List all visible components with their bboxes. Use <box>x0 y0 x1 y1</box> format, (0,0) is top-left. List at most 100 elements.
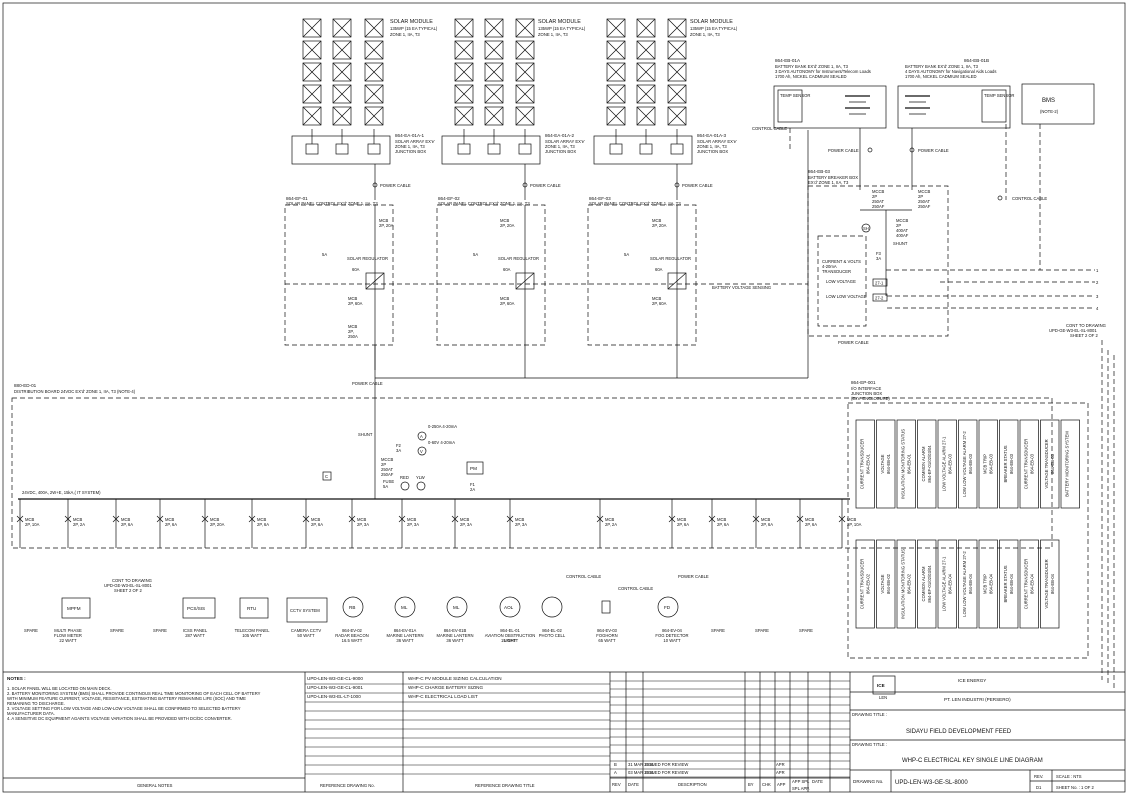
pv-module-icon <box>667 62 687 82</box>
pv-module-icon <box>364 84 384 104</box>
load-label: SPARE <box>110 628 124 633</box>
project-title: SIDAYU FIELD DEVELOPMENT FEED <box>906 729 1012 735</box>
title-block: NOTES : 1. SOLAR PANEL WILL BE LOCATED O… <box>3 671 1125 792</box>
power-cable-label: POWER CABLE <box>838 340 869 345</box>
continuation-line2: UPD-GE-W3-EL-SL-8001 <box>104 583 152 588</box>
load-label: 864-EV-01B <box>444 628 467 633</box>
mcb-rating: 2P, 3A <box>460 522 472 527</box>
distribution-board-tag: 880-ED-01 <box>14 383 37 388</box>
solar-module-title: SOLAR MODULE <box>538 19 581 25</box>
mcb-rating: 2P, 10A <box>25 522 40 527</box>
indicator-lamp-red <box>400 481 410 491</box>
control-cable-label: CONTROL CABLE <box>618 586 653 591</box>
mpfm-label: MPFM <box>67 606 81 611</box>
mcb-label: MCB <box>348 296 358 301</box>
battery-bank-tag: 864-EB-01B <box>964 58 989 63</box>
rev-label: REV. <box>1034 774 1043 779</box>
mccb-rating: 2P <box>896 223 901 228</box>
mcb-label: MCB <box>847 517 857 522</box>
junction-box-line1: SOLAR ARRAY EX'e' <box>395 139 435 144</box>
voltmeter-letter: V <box>420 449 423 454</box>
io-signal-source: 864-EB-03 <box>947 453 952 474</box>
logo-sub: LEN <box>879 695 887 700</box>
mcb-rating: 2P, 3A <box>357 522 369 527</box>
diode-symbol <box>609 143 623 155</box>
load-label: FLOW METER <box>54 633 82 638</box>
ref-no-3: UPD-LEN-W3-EL-LT-1000 <box>307 694 361 699</box>
control-cable-label: CONTROL CABLE <box>752 126 787 131</box>
control-cable-label: CONTROL CABLE <box>566 574 601 579</box>
solar-regulator-symbol <box>667 272 687 290</box>
pv-module-icon <box>667 106 687 126</box>
mcb-label: MCB <box>165 517 175 522</box>
io-signal-source: 864-EB-03 <box>1029 453 1034 474</box>
io-interface-box: 864-EP-001 I/O INTERFACE JUNCTION BOX (E… <box>847 380 1089 659</box>
load-label: SPARE <box>755 628 769 633</box>
rev-b-date: 31 MAR 2016 <box>628 762 654 767</box>
battery-bank-line2: 4 DAYS AUTONOMY for Navigational Aids Lo… <box>905 69 996 74</box>
fuse-f2: F2 <box>396 443 402 448</box>
load-label: 287 WATT <box>185 633 205 638</box>
mccb-rating: 250AF <box>918 204 931 209</box>
load-label: 864-EV-02 <box>342 628 362 633</box>
rev-col-desc: DESCRIPTION <box>678 782 707 787</box>
power-meter-label: PM <box>470 466 477 471</box>
pv-module-icon <box>515 62 535 82</box>
rev-a-date: 03 MAR 2016 <box>628 770 654 775</box>
pv-module-icon <box>332 62 352 82</box>
mcb-label: MCB <box>348 324 358 329</box>
pv-module-icon <box>606 40 626 60</box>
load-label: 864-EV-04 <box>662 628 682 633</box>
solar-module-arrays <box>302 18 687 155</box>
pv-module-icon <box>667 18 687 38</box>
interface-box-tag: 864-EP-001 <box>851 380 876 385</box>
io-signal-label: VOLTAGE <box>880 574 885 593</box>
mcb-label: MCB <box>460 517 470 522</box>
mccb-rating: 250AT <box>381 467 393 472</box>
pv-module-icon <box>484 40 504 60</box>
terminal-2: 2 <box>1096 280 1099 285</box>
solar-module-label-3: SOLAR MODULE 135WP (15 EA TYPICAL) ZONE … <box>690 19 738 37</box>
mcb-rating: 2P, 60A <box>652 301 667 306</box>
ref-col-title: REFERENCE DRAWING TITLE <box>475 783 535 788</box>
aol-watt: 15 WATT <box>501 638 519 643</box>
load-label: 864-EL-01 <box>500 628 520 633</box>
rev-col-by: BY <box>748 782 754 787</box>
mcb-rating: 2P, 6A <box>677 522 689 527</box>
io-signal-label: LOW LOW VOLTAGE ALARM 27-2 <box>962 431 967 497</box>
mcb-label: MCB <box>652 218 662 223</box>
pv-module-icon <box>606 84 626 104</box>
mcb-rating: 2P, 20A <box>379 223 394 228</box>
io-signal-source: 864-EB-04 <box>1029 573 1034 594</box>
load-label: 864-EV-01A <box>394 628 417 633</box>
db-center-metering: SHUNT 0-250A 4-20mA A 0-60V 4-20mA V F2 … <box>322 378 484 499</box>
control-cable-label: CONTROL CABLE <box>1012 196 1047 201</box>
voltmeter-symbol <box>417 446 427 456</box>
pv-module-icon <box>667 84 687 104</box>
continuation-line1: CONT TO DRAWING <box>1066 323 1106 328</box>
mccb-rating: 2P <box>381 462 386 467</box>
io-signal-label: COMMON ALARM <box>921 446 926 481</box>
panel-title: SOLAR PANEL CONTROL EX'd' ZONE 1, IIA, T… <box>589 201 681 206</box>
io-signal-label: CURRENT TRANSDUCER <box>1023 559 1028 610</box>
solar-regulator-symbol <box>365 272 385 290</box>
load-label: ICSS PANEL <box>183 628 208 633</box>
client-name: PT. LEN INDUSTRI (PERSERO) <box>944 697 1011 702</box>
load-label: 36 WATT <box>446 638 464 643</box>
relay-label: 27-1 <box>875 281 884 286</box>
load-label: TELECOM PANEL <box>235 628 270 633</box>
mcb-label: MCB <box>407 517 417 522</box>
